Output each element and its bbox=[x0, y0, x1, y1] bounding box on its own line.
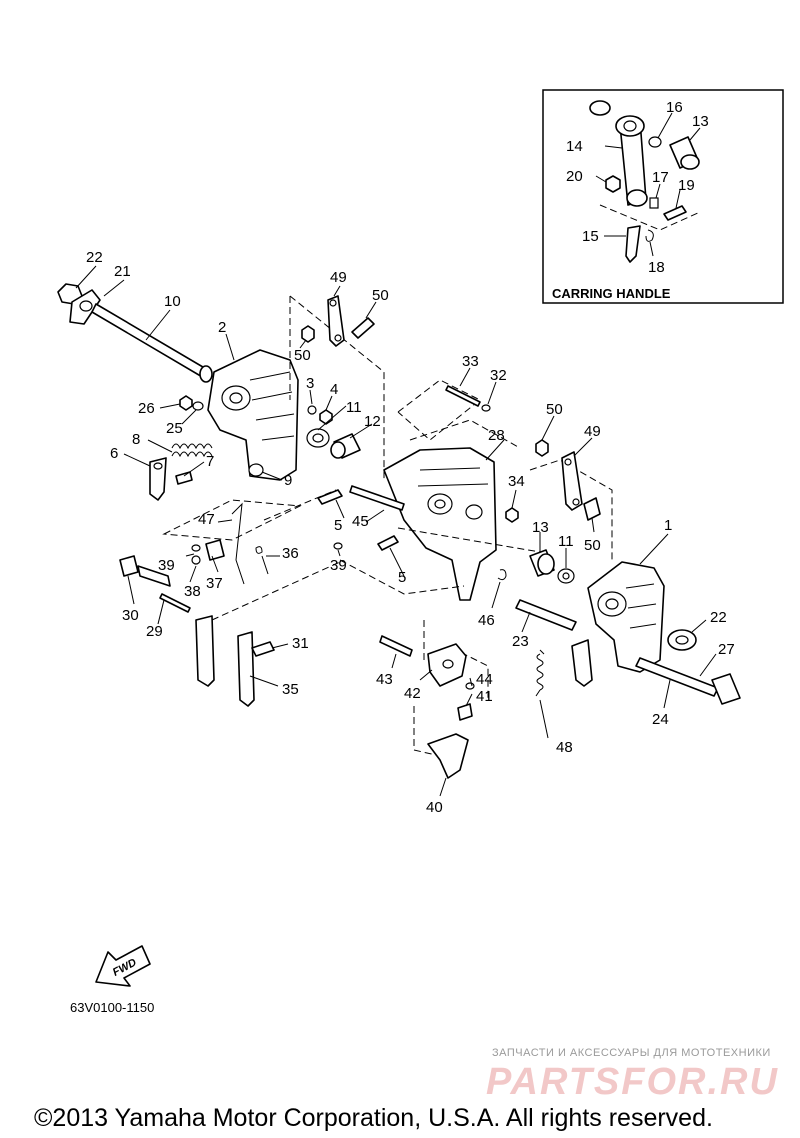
callout-45: 45 bbox=[352, 513, 369, 530]
callout-5: 5 bbox=[334, 517, 342, 534]
callout-36: 36 bbox=[282, 545, 299, 562]
left-bracket-assembly: 22 21 10 2 3 4 11 12 26 25 8 6 7 9 bbox=[57, 249, 381, 501]
callout-4: 4 bbox=[330, 381, 338, 398]
callout-47: 47 bbox=[198, 511, 215, 528]
callout-23: 23 bbox=[512, 633, 529, 650]
callout-46: 46 bbox=[478, 612, 495, 629]
fwd-arrow: FWD bbox=[95, 945, 151, 987]
callout-3: 3 bbox=[306, 375, 314, 392]
callout-20: 20 bbox=[566, 168, 583, 185]
callout-9: 9 bbox=[284, 472, 292, 489]
callout-27: 27 bbox=[718, 641, 735, 658]
callout-7: 7 bbox=[206, 453, 214, 470]
callout-12: 12 bbox=[364, 413, 381, 430]
callout-11: 11 bbox=[346, 399, 362, 416]
callout-11-b: 11 bbox=[558, 533, 574, 550]
callout-1: 1 bbox=[664, 517, 672, 534]
callout-28: 28 bbox=[488, 427, 505, 444]
carrying-handle-inset: 14 16 13 20 17 19 15 18 CARRING HANDLE bbox=[542, 89, 784, 304]
callout-37: 37 bbox=[206, 575, 223, 592]
callout-40: 40 bbox=[426, 799, 443, 816]
callout-5-b: 5 bbox=[398, 569, 406, 586]
callout-17: 17 bbox=[652, 169, 669, 186]
callout-13: 13 bbox=[532, 519, 549, 536]
callout-18: 18 bbox=[648, 259, 665, 276]
callout-50-c: 50 bbox=[546, 401, 563, 418]
callout-24: 24 bbox=[652, 711, 669, 728]
callout-42: 42 bbox=[404, 685, 421, 702]
callout-31: 31 bbox=[292, 635, 309, 652]
callout-50: 50 bbox=[372, 287, 389, 304]
drawing-code: 63V0100-1150 bbox=[70, 1000, 154, 1015]
inset-title: CARRING HANDLE bbox=[552, 286, 671, 301]
callout-29: 29 bbox=[146, 623, 163, 640]
callout-39-b: 39 bbox=[330, 557, 347, 574]
callout-48: 48 bbox=[556, 739, 573, 756]
callout-22-b: 22 bbox=[710, 609, 727, 626]
callout-39: 39 bbox=[158, 557, 175, 574]
callout-25: 25 bbox=[166, 420, 183, 437]
watermark: ЗАПЧАСТИ И АКСЕССУАРЫ ДЛЯ МОТОТЕХНИКИ PA… bbox=[486, 1047, 779, 1103]
callout-34: 34 bbox=[508, 473, 525, 490]
callout-10: 10 bbox=[164, 293, 181, 310]
callout-21: 21 bbox=[114, 263, 131, 280]
callout-35: 35 bbox=[282, 681, 299, 698]
callout-6: 6 bbox=[110, 445, 118, 462]
callout-38: 38 bbox=[184, 583, 201, 600]
callout-50-d: 50 bbox=[584, 537, 601, 554]
callout-32: 32 bbox=[490, 367, 507, 384]
upper-link-assembly: 49 50 50 33 32 bbox=[289, 269, 507, 480]
callout-13-inset: 13 bbox=[692, 113, 709, 130]
callout-19: 19 bbox=[678, 177, 695, 194]
callout-8: 8 bbox=[132, 431, 140, 448]
swivel-bracket-assembly: 28 34 5 45 5 46 bbox=[317, 419, 541, 629]
callout-41: 41 bbox=[476, 688, 493, 705]
callout-30: 30 bbox=[122, 607, 139, 624]
callout-33: 33 bbox=[462, 353, 479, 370]
copyright: ©2013 Yamaha Motor Corporation, U.S.A. A… bbox=[34, 1104, 713, 1132]
lower-lever-assembly: 47 36 37 39 38 39 30 29 31 35 bbox=[119, 489, 347, 707]
callout-49-b: 49 bbox=[584, 423, 601, 440]
callout-26: 26 bbox=[138, 400, 155, 417]
callout-15: 15 bbox=[582, 228, 599, 245]
callout-50-b: 50 bbox=[294, 347, 311, 364]
callout-44: 44 bbox=[476, 671, 493, 688]
callout-43: 43 bbox=[376, 671, 393, 688]
fwd-arrow-icon bbox=[95, 945, 151, 987]
callout-16: 16 bbox=[666, 99, 683, 116]
watermark-brand: PARTSFOR.RU bbox=[486, 1061, 779, 1103]
right-bracket-assembly: 50 49 50 13 11 23 1 22 27 24 bbox=[512, 401, 741, 728]
watermark-tagline: ЗАПЧАСТИ И АКСЕССУАРЫ ДЛЯ МОТОТЕХНИКИ bbox=[492, 1047, 771, 1059]
callout-14: 14 bbox=[566, 138, 583, 155]
callout-2: 2 bbox=[218, 319, 226, 336]
lower-center-assembly: 43 42 44 41 48 40 bbox=[376, 620, 573, 816]
callout-49: 49 bbox=[330, 269, 347, 286]
callout-22: 22 bbox=[86, 249, 103, 266]
